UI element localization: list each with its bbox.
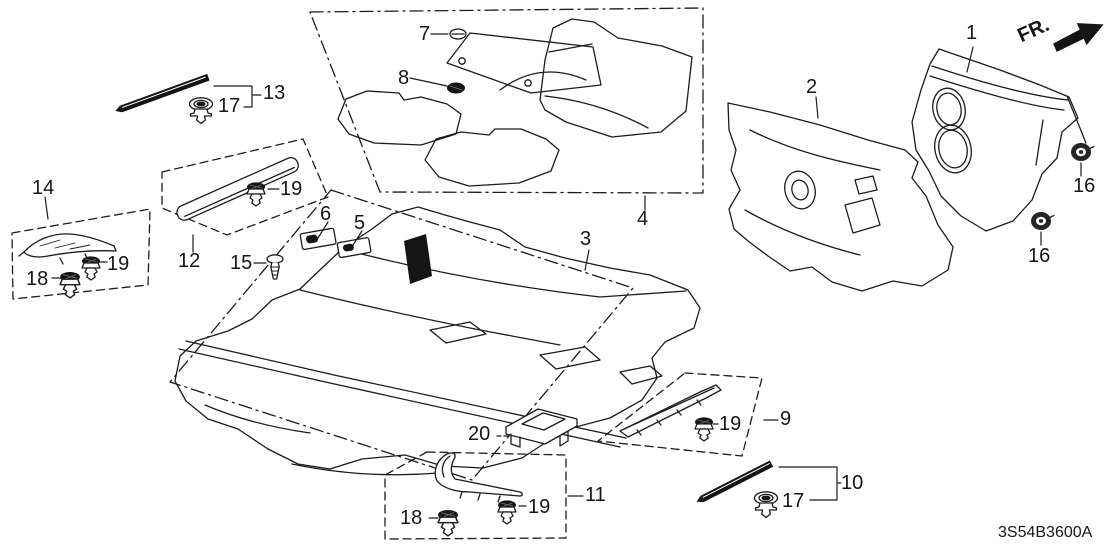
diagram-code: 3S54B3600A	[998, 524, 1093, 541]
callout-8: 8	[398, 67, 410, 89]
dashboard-insulator-inner	[727, 102, 954, 292]
floor-mat-rear-right	[424, 128, 560, 187]
rear-sill-garnish-box	[597, 372, 763, 457]
callout-19a: 19	[107, 253, 130, 275]
callout-16b: 16	[1028, 245, 1051, 267]
callout-13: 13	[263, 82, 286, 104]
grommet-icon-16a	[1070, 142, 1095, 162]
callout-19d: 19	[528, 496, 551, 518]
callout-11: 11	[585, 484, 606, 506]
callout-5: 5	[354, 212, 366, 234]
dashboard-insulator-outer	[911, 48, 1087, 232]
mat-hook-right	[336, 237, 372, 259]
callout-12: 12	[178, 250, 201, 272]
clip-icon-19c	[694, 416, 714, 442]
callout-15: 15	[230, 252, 253, 274]
floor-carpet	[174, 206, 701, 476]
leader-lines	[44, 33, 1082, 519]
clip-icon-19d	[497, 499, 517, 525]
footrest-pad	[404, 234, 432, 284]
callout-6: 6	[320, 203, 332, 225]
callout-3: 3	[580, 228, 592, 250]
screw-icon-15	[266, 254, 284, 280]
callout-7: 7	[419, 23, 431, 45]
grommet-icon-16b	[1030, 211, 1055, 231]
front-sill-garnish	[176, 157, 299, 221]
floor-mat-front-passenger	[539, 18, 693, 138]
callout-17a: 17	[218, 95, 241, 117]
callout-1: 1	[966, 22, 978, 44]
callout-9: 9	[780, 408, 792, 430]
rear-door-strip	[696, 460, 774, 503]
floor-carpet-box	[169, 189, 634, 481]
front-sill-garnish-box	[161, 138, 329, 236]
clip-icon-19b	[246, 181, 266, 207]
callout-18b: 18	[400, 507, 423, 529]
clip-icon-17b	[753, 491, 779, 519]
callout-2: 2	[806, 76, 818, 98]
clip-icon-19a	[81, 255, 101, 281]
callout-4: 4	[637, 208, 649, 230]
callout-19b: 19	[280, 178, 303, 200]
floor-mat-front-driver	[446, 32, 602, 94]
callout-20: 20	[468, 423, 491, 445]
clip-icon-17a	[188, 97, 214, 125]
floor-mat-set-box	[309, 7, 704, 194]
rear-side-garnish	[434, 452, 523, 503]
callout-10: 10	[841, 472, 864, 494]
callout-19c: 19	[719, 413, 742, 435]
rear-garnish-box	[384, 451, 567, 540]
floor-mat-rear-left	[337, 90, 462, 146]
mat-fastener-icon	[447, 82, 465, 94]
callout-16a: 16	[1073, 175, 1096, 197]
mat-hook-left	[299, 227, 337, 251]
callout-18a: 18	[26, 268, 49, 290]
callout-14: 14	[32, 177, 55, 199]
mat-grommet-icon	[449, 28, 467, 40]
fr-arrow-icon	[1053, 23, 1104, 52]
front-door-strip	[115, 73, 210, 113]
callout-17b: 17	[782, 490, 805, 512]
cowl-garnish-box	[11, 208, 151, 300]
rear-sill-garnish	[619, 384, 722, 438]
clip-icon-18b	[437, 509, 459, 537]
floor-bracket	[505, 408, 578, 448]
cowl-side-garnish	[18, 233, 117, 265]
